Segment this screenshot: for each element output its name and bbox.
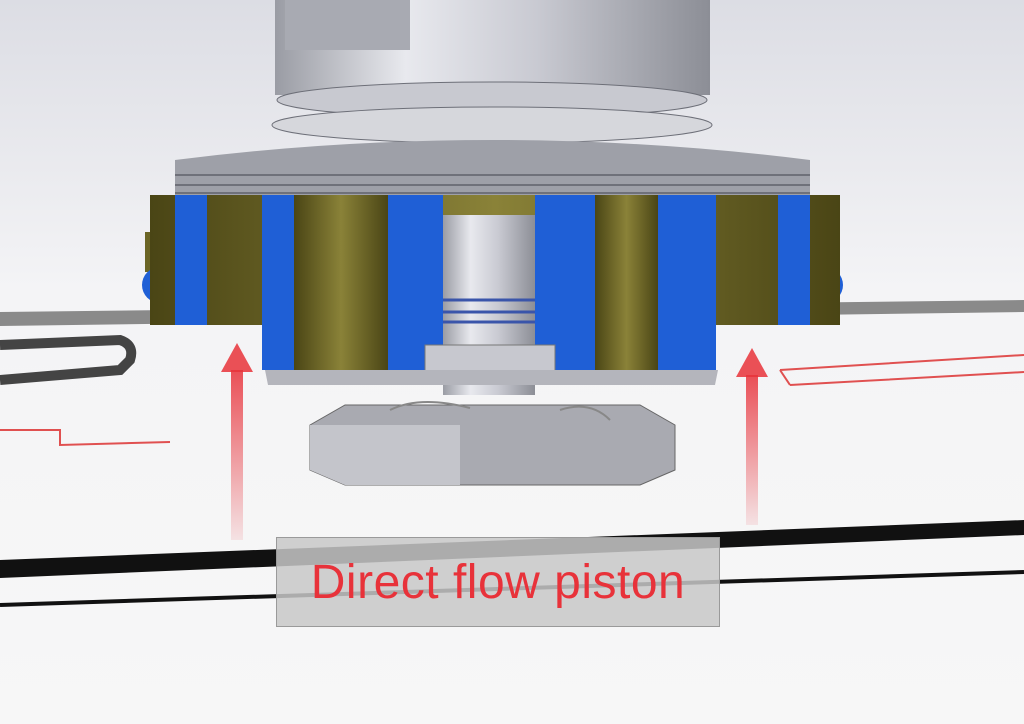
caption-box: Direct flow piston bbox=[276, 537, 720, 627]
caption-text: Direct flow piston bbox=[310, 555, 686, 609]
cylinder-window bbox=[285, 0, 410, 50]
red-trace-right bbox=[779, 354, 1024, 386]
floor-outline-left bbox=[0, 334, 137, 385]
flow-arrow-left bbox=[221, 343, 253, 540]
red-trace-left bbox=[0, 429, 171, 447]
flow-arrow-right bbox=[736, 348, 768, 525]
